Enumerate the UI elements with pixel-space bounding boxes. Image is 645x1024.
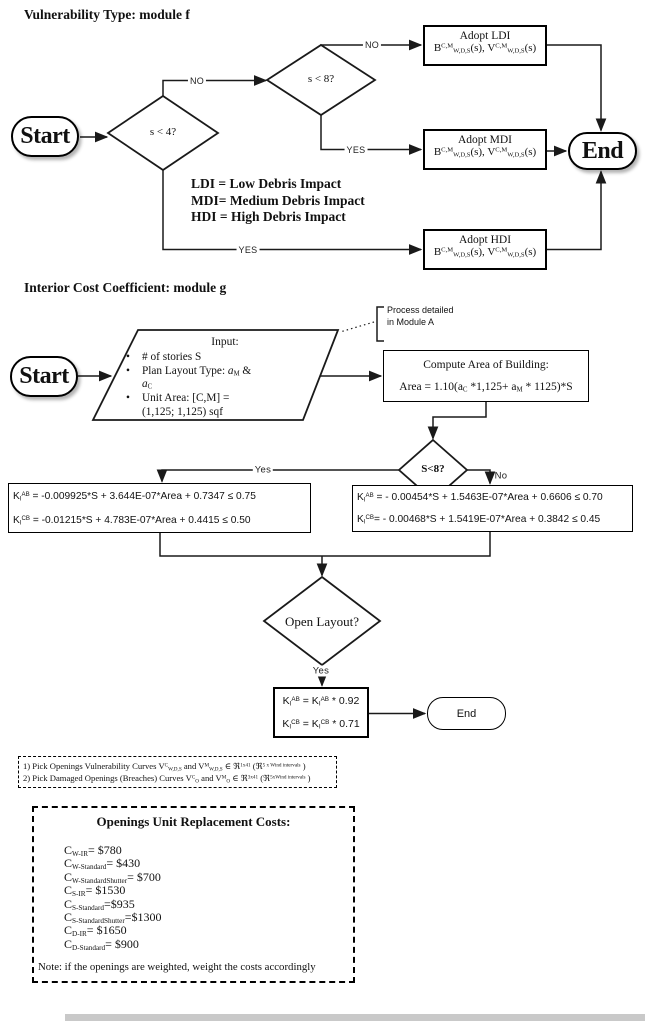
costs-box-title: Openings Unit Replacement Costs: [96, 814, 291, 829]
scan-artifact-bar [65, 1014, 645, 1021]
cost-item: CS-StandardShutter=$1300 [64, 910, 162, 925]
input-row: (1,125; 1,125) sqf [126, 406, 326, 420]
legend-hdi: HDI = High Debris Impact [191, 209, 346, 224]
input-row-text: Plan Layout Type: aM & [142, 364, 252, 378]
start-node-module-f: Start [11, 116, 79, 157]
debris-impact-legend: LDI = Low Debris Impact MDI= Medium Debr… [191, 176, 365, 226]
k-coefficients-box-no: KIAB = - 0.00454*S + 1.5463E-07*Area + 0… [352, 485, 633, 532]
k-coefficients-box-yes: KIAB = -0.009925*S + 3.644E-07*Area + 0.… [8, 483, 311, 533]
adopt-hdi-formula: BC,MW,D,S(s), VC,MW,D,S(s) [433, 246, 537, 259]
adopt-hdi-box: Adopt HDI BC,MW,D,S(s), VC,MW,D,S(s) [423, 229, 547, 270]
cost-item: CW-StandardShutter= $700 [64, 869, 161, 885]
legend-mdi: MDI= Medium Debris Impact [191, 192, 365, 208]
k-ab-adjust-formula: KIAB = KIAB * 0.92 [282, 694, 360, 708]
k-adjustment-box: KIAB = KIAB * 0.92 KICB = KICB * 0.71 [273, 687, 369, 738]
decision-s4-diamond [106, 94, 220, 172]
branch-label-no-s8: NO [362, 40, 382, 50]
start-label: Start [19, 363, 69, 389]
decision-s8-label: s < 8? [307, 73, 335, 85]
adopt-mdi-title: Adopt MDI [458, 134, 512, 146]
start-label: Start [20, 123, 70, 149]
input-row: aC [126, 378, 326, 392]
adopt-ldi-formula: BC,MW,D,S(s), VC,MW,D,S(s) [433, 42, 537, 55]
branch-label-yes-mdi: YES [344, 145, 368, 155]
cost-item: CD-IR= $1650 [64, 923, 127, 939]
module-g-title: Interior Cost Coefficient: module g [24, 280, 227, 295]
k-cb-formula: KICB= - 0.00468*S + 1.5419E-07*Area + 0.… [357, 514, 601, 526]
branch-label-yes-hdi: YES [236, 245, 260, 255]
input-row-text: Unit Area: [C,M] = [142, 392, 230, 405]
input-row: • Plan Layout Type: aM & [126, 365, 326, 379]
start-node-module-g: Start [10, 356, 78, 397]
module-a-dotted-line [339, 321, 375, 333]
branch-label-yes-open: Yes [310, 665, 332, 677]
decision-open-layout-label: Open Layout? [284, 614, 359, 629]
cost-item: CD-Standard= $900 [64, 936, 139, 952]
k-ab-formula: KIAB = -0.009925*S + 3.644E-07*Area + 0.… [13, 490, 256, 503]
openings-curves-note-box: 1) Pick Openings Vulnerability Curves VC… [18, 756, 337, 788]
legend-ldi: LDI = Low Debris Impact [191, 176, 342, 191]
input-parallelogram [91, 329, 340, 421]
decision-s8-moduleg-label: S<8? [421, 463, 445, 475]
adopt-mdi-box: Adopt MDI BC,MW,D,S(s), VC,MW,D,S(s) [423, 129, 547, 170]
connectors [78, 39, 607, 719]
module-f-title: Vulnerability Type: module f [24, 7, 190, 22]
note-line-2: 2) Pick Damaged Openings (Breaches) Curv… [23, 773, 311, 785]
decision-open-layout-diamond [262, 575, 382, 667]
annotation-line2: in Module A [387, 316, 435, 327]
k-cb-formula: KICB = -0.01215*S + 4.783E-07*Area + 0.4… [13, 514, 251, 527]
end-label: End [456, 707, 477, 720]
bullet-icon: • [126, 364, 130, 377]
costs-box-note: Note: if the openings are weighted, weig… [38, 961, 316, 973]
adopt-ldi-title: Adopt LDI [459, 30, 511, 42]
input-block-title: Input: [211, 336, 239, 348]
openings-unit-replacement-costs-box: Openings Unit Replacement Costs: CW-IR= … [32, 806, 355, 983]
module-a-annotation: Process detailed in Module A [387, 305, 454, 328]
adopt-ldi-box: Adopt LDI BC,MW,D,S(s), VC,MW,D,S(s) [423, 25, 547, 66]
cost-item: CS-IR= $1530 [64, 883, 126, 899]
bullet-icon [126, 378, 142, 392]
decision-s8-diamond [265, 43, 377, 117]
input-row-text: (1,125; 1,125) sqf [142, 405, 223, 418]
end-node-module-g: End [427, 697, 506, 730]
shapes [91, 43, 469, 667]
adopt-hdi-title: Adopt HDI [458, 234, 512, 246]
cost-item: CS-Standard=$935 [64, 896, 135, 912]
costs-items-list: CW-IR= $780 CW-Standard= $430 CW-Standar… [64, 843, 353, 952]
input-block-rows: • # of stories S • Plan Layout Type: aM … [126, 351, 326, 420]
cost-item: CW-IR= $780 [64, 843, 122, 858]
compute-area-title: Compute Area of Building: [423, 359, 549, 371]
branch-label-yes-s8: Yes [252, 464, 274, 476]
branch-label-no-s8: No [494, 470, 508, 482]
k-ab-formula: KIAB = - 0.00454*S + 1.5463E-07*Area + 0… [357, 491, 603, 504]
end-label: End [581, 137, 624, 164]
annotation-line1: Process detailed [387, 305, 454, 315]
k-cb-adjust-formula: KICB = KICB * 0.71 [282, 718, 360, 731]
input-row-text: # of stories S [142, 351, 202, 363]
bullet-icon [126, 406, 142, 420]
bullet-icon: • [126, 351, 130, 363]
branch-label-no-s4: NO [187, 76, 207, 86]
bullet-icon: • [126, 392, 130, 405]
adopt-mdi-formula: BC,MW,D,S(s), VC,MW,D,S(s) [433, 146, 537, 159]
input-row: • Unit Area: [C,M] = [126, 392, 326, 406]
compute-area-formula: Area = 1.10(aC *1,125+ aM * 1125)*S [399, 381, 573, 394]
cost-item: CW-Standard= $430 [64, 856, 141, 872]
compute-area-box: Compute Area of Building: Area = 1.10(aC… [383, 350, 589, 402]
note-line-1: 1) Pick Openings Vulnerability Curves VC… [23, 761, 306, 773]
decision-s4-label: s < 4? [149, 126, 177, 138]
module-a-bracket [376, 306, 384, 342]
input-row: • # of stories S [126, 351, 326, 365]
end-node-module-f: End [568, 132, 637, 170]
input-row-text: aC [142, 378, 153, 392]
